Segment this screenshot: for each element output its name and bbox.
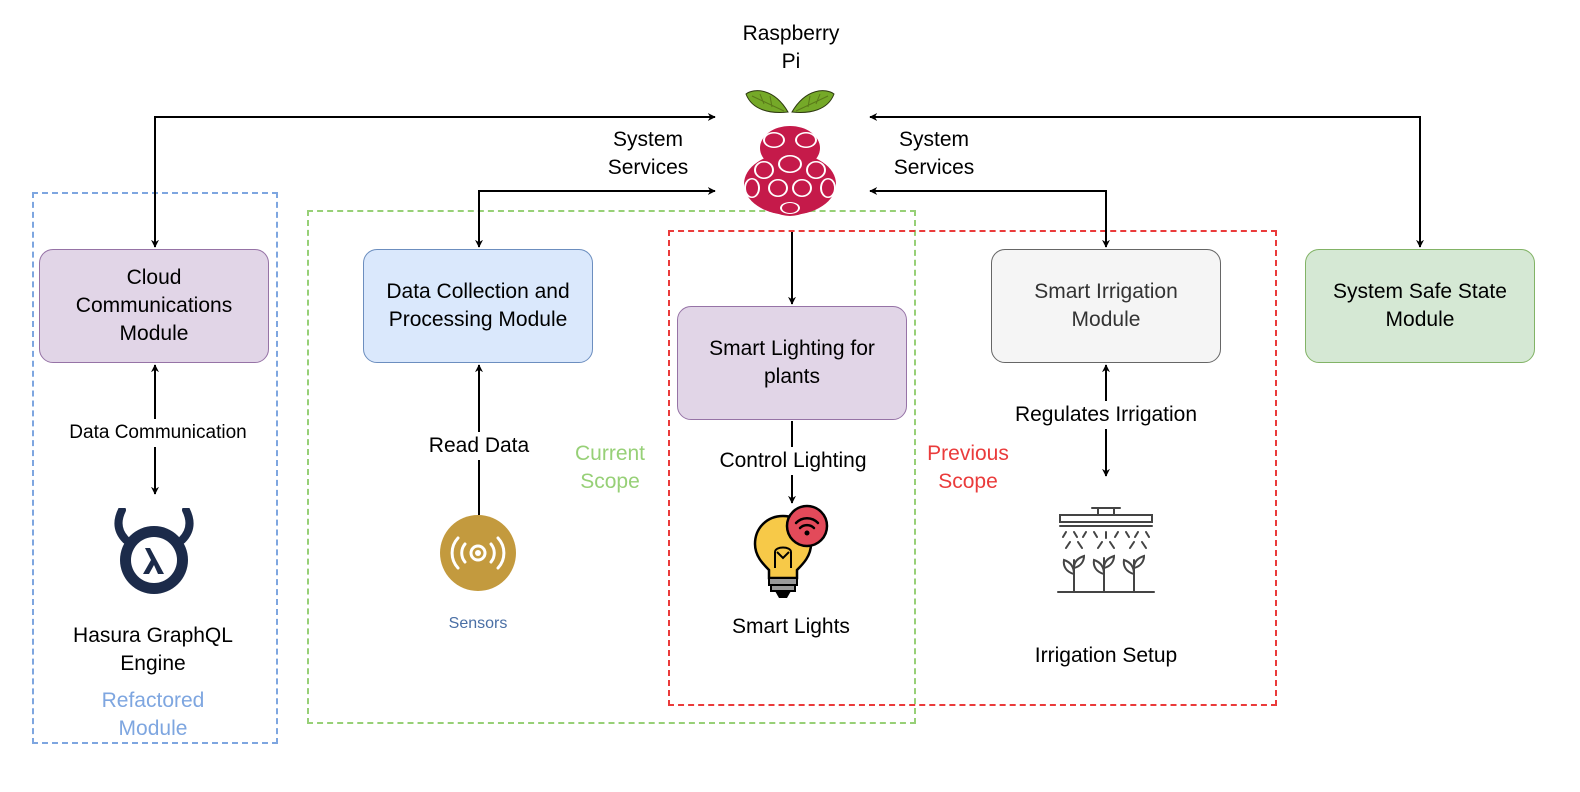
raspberry-pi-icon (744, 90, 836, 216)
cloud-to-pi-connector (151, 113, 716, 248)
refactored-module-label: Refactored Module (101, 689, 205, 740)
smart-irrigation-module[interactable]: Smart Irrigation Module (991, 249, 1221, 363)
irrigation-setup-icon (1057, 507, 1155, 593)
system-services-label-left: System Services (607, 128, 689, 179)
smart-lighting-module[interactable]: Smart Lighting for plants (677, 306, 907, 420)
smart-irrigation-label-line-2: Module (1071, 308, 1141, 331)
hasura-engine-label: Hasura GraphQL Engine (73, 624, 233, 675)
smart-lighting-label-line-2: plants (763, 365, 821, 388)
cloud-module-label-line-2: Communications (75, 294, 233, 317)
regulates-irrigation-label: Regulates Irrigation (1012, 401, 1200, 429)
data-communication-label: Data Communication (67, 419, 249, 447)
system-safe-state-module[interactable]: System Safe State Module (1305, 249, 1535, 363)
safe-state-to-pi-connector (869, 113, 1424, 248)
current-scope-label: Current Scope (574, 442, 646, 493)
smart-lighting-label-line-1: Smart Lighting for (709, 337, 875, 360)
sensor-icon (440, 515, 516, 591)
smart-bulb-icon (753, 504, 829, 598)
cloud-module-label-line-3: Module (119, 322, 189, 345)
previous-scope-label: Previous Scope (927, 442, 1009, 493)
safe-state-label-line-1: System Safe State (1333, 280, 1507, 303)
cloud-module-label-line-1: Cloud (126, 266, 182, 289)
data-collection-label-line-1: Data Collection and (386, 280, 570, 303)
hub-label: Raspberry Pi (742, 22, 840, 73)
smart-irrigation-label-line-1: Smart Irrigation (1034, 280, 1178, 303)
data-collection-label-line-2: Processing Module (388, 308, 568, 331)
data-collection-to-pi-connector (475, 187, 716, 248)
safe-state-label-line-2: Module (1385, 308, 1455, 331)
data-collection-module[interactable]: Data Collection and Processing Module (363, 249, 593, 363)
hasura-logo-icon (114, 508, 194, 594)
cloud-communications-module[interactable]: Cloud Communications Module (39, 249, 269, 363)
read-data-label: Read Data (426, 432, 532, 460)
control-lighting-label: Control Lighting (717, 447, 869, 475)
smart-lights-label: Smart Lights (732, 615, 850, 638)
irrigation-setup-label: Irrigation Setup (1034, 644, 1178, 667)
sensors-label: Sensors (448, 615, 508, 632)
irrigation-module-to-pi-connector (869, 187, 1110, 248)
system-services-label-right: System Services (893, 128, 975, 179)
